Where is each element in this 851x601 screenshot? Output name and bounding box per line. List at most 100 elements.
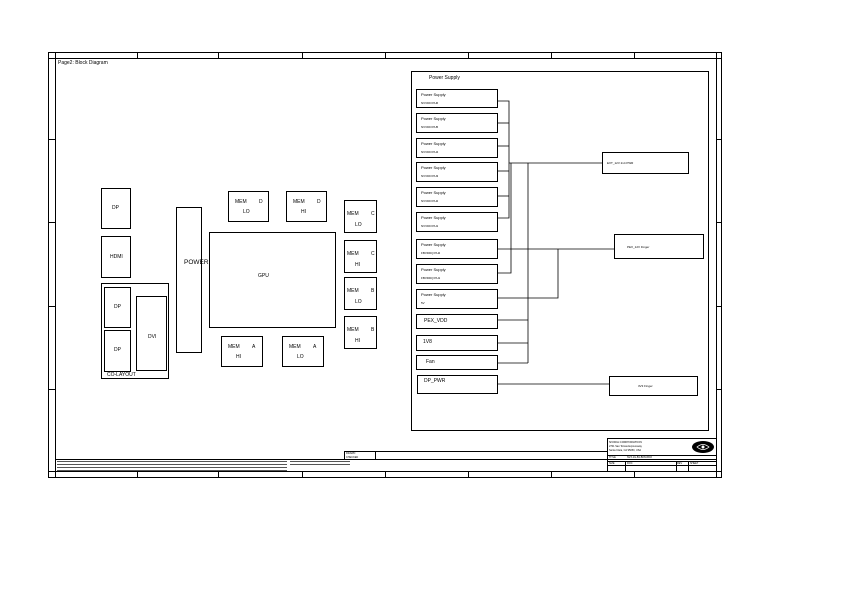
power-supply-5v[interactable]: Power Supply 5V bbox=[416, 289, 498, 309]
dp-pwr-block[interactable]: DP_PWR bbox=[417, 375, 498, 394]
dp-label: DP bbox=[114, 304, 121, 310]
supply-label: Power Supply bbox=[421, 292, 446, 297]
mem-name: MEM bbox=[235, 199, 247, 205]
supply-sub: FBVDDQ:PH1 bbox=[421, 276, 441, 280]
finger-3v3-label: 3V3 Finger bbox=[638, 384, 653, 388]
mem-b-hi[interactable]: MEM B HI bbox=[344, 316, 377, 349]
dp-label: DP bbox=[114, 347, 121, 353]
gpu-block[interactable]: GPU bbox=[209, 232, 336, 328]
mem-name: MEM bbox=[347, 327, 359, 333]
mem-side: HI bbox=[355, 262, 360, 268]
power-supply-fbvddq-ph1[interactable]: Power Supply FBVDDQ:PH1 bbox=[416, 264, 498, 284]
mem-name: MEM bbox=[289, 344, 301, 350]
company-address-2: Santa Clara, CA 95050, USA bbox=[609, 449, 642, 452]
dvi-label: DVI bbox=[148, 334, 157, 340]
supply-sub: NVVDD:PH2 bbox=[421, 199, 439, 203]
ext-12v-pwr-block[interactable]: EXT_12V 2x4 PWR bbox=[602, 152, 689, 174]
mem-name: MEM bbox=[293, 199, 305, 205]
dp-connector-top[interactable]: DP bbox=[101, 188, 131, 229]
pex-vdd-label: PEX_VDD bbox=[424, 318, 448, 324]
mem-channel: B bbox=[371, 327, 375, 333]
mem-side: HI bbox=[301, 209, 306, 215]
nvidia-logo-icon bbox=[692, 441, 714, 453]
hdmi-connector[interactable]: HDMI bbox=[101, 236, 131, 278]
supply-label: Power Supply bbox=[421, 215, 446, 220]
mem-channel: C bbox=[371, 211, 375, 217]
supply-sub: 5V bbox=[421, 301, 425, 305]
mem-side: LO bbox=[243, 209, 250, 215]
supply-sub: NVVDD:PH1 bbox=[421, 224, 439, 228]
fan-block[interactable]: Fan bbox=[416, 355, 498, 370]
pex-12v-finger-block[interactable]: PEX_12V Finger bbox=[614, 234, 704, 259]
hdmi-label: HDMI bbox=[110, 254, 123, 260]
power-supply-nvvdd-ph5[interactable]: Power Supply NVVDD:PH5 bbox=[416, 113, 498, 133]
supply-sub: NVVDD:PH3 bbox=[421, 174, 439, 178]
supply-sub: NVVDD:PH5 bbox=[421, 125, 439, 129]
title-label: TITLE bbox=[609, 456, 616, 459]
supply-label: Power Supply bbox=[421, 141, 446, 146]
supply-label: Power Supply bbox=[421, 116, 446, 121]
supply-label: Power Supply bbox=[421, 267, 446, 272]
dvi-connector[interactable]: DVI bbox=[136, 296, 167, 371]
finger-3v3-block[interactable]: 3V3 Finger bbox=[609, 376, 698, 396]
mem-name: MEM bbox=[347, 288, 359, 294]
mem-d-hi[interactable]: MEM D HI bbox=[286, 191, 327, 222]
power-supply-bar[interactable] bbox=[176, 207, 202, 353]
mem-b-lo[interactable]: MEM B LO bbox=[344, 277, 377, 310]
mem-side: LO bbox=[297, 354, 304, 360]
title-value: NV3-1G-B1-BOM-B03 bbox=[627, 456, 652, 459]
mem-channel: D bbox=[317, 199, 321, 205]
supply-sub: NVVDD:PH6 bbox=[421, 101, 439, 105]
mem-a-lo[interactable]: MEM A LO bbox=[282, 336, 324, 367]
v1v8-label: 1V8 bbox=[423, 339, 432, 345]
company-name: NVIDIA CORPORATION bbox=[609, 440, 642, 444]
mem-a-hi[interactable]: MEM A HI bbox=[221, 336, 263, 367]
dp-connector-b[interactable]: DP bbox=[104, 330, 131, 372]
dp-pwr-label: DP_PWR bbox=[424, 378, 446, 384]
mem-c-hi[interactable]: MEM C HI bbox=[344, 240, 377, 273]
page-title: Page2: Block Diagram bbox=[58, 60, 108, 66]
mem-side: HI bbox=[236, 354, 241, 360]
power-supply-nvvdd-ph2[interactable]: Power Supply NVVDD:PH2 bbox=[416, 187, 498, 207]
rev-label: REV bbox=[677, 462, 683, 465]
mem-channel: C bbox=[371, 251, 375, 257]
power-supply-nvvdd-ph6[interactable]: Power Supply NVVDD:PH6 bbox=[416, 89, 498, 108]
doc-label: DOC bbox=[627, 462, 633, 465]
dp-connector-a[interactable]: DP bbox=[104, 287, 131, 328]
supply-label: Power Supply bbox=[421, 242, 446, 247]
power-panel-title: Power Supply bbox=[429, 75, 460, 81]
mem-name: MEM bbox=[347, 211, 359, 217]
co-layout-group: DP DP DVI CO-LAYOUT bbox=[101, 283, 169, 379]
supply-sub: FBVDDQ:PH2 bbox=[421, 251, 441, 255]
drawn-label: DRAWN bbox=[346, 452, 356, 455]
mem-side: HI bbox=[355, 338, 360, 344]
gpu-label: GPU bbox=[258, 273, 269, 279]
size-label: SIZE bbox=[609, 462, 615, 465]
co-layout-label: CO-LAYOUT bbox=[107, 372, 136, 378]
dp-label: DP bbox=[112, 205, 119, 211]
mem-side: LO bbox=[355, 299, 362, 305]
power-supply-fbvddq-ph2[interactable]: Power Supply FBVDDQ:PH2 bbox=[416, 239, 498, 259]
power-supply-nvvdd-ph3[interactable]: Power Supply NVVDD:PH3 bbox=[416, 162, 498, 182]
v1v8-block[interactable]: 1V8 bbox=[416, 335, 498, 351]
mem-channel: D bbox=[259, 199, 263, 205]
mem-channel: B bbox=[371, 288, 375, 294]
supply-sub: NVVDD:PH4 bbox=[421, 150, 439, 154]
pex-finger-label: PEX_12V Finger bbox=[627, 245, 650, 249]
mem-c-lo[interactable]: MEM C LO bbox=[344, 200, 377, 233]
supply-label: Power Supply bbox=[421, 190, 446, 195]
company-address-1: 2701 San Tomas Expressway bbox=[609, 445, 642, 448]
supply-label: Power Supply bbox=[421, 165, 446, 170]
mem-side: LO bbox=[355, 222, 362, 228]
power-supply-nvvdd-ph1[interactable]: Power Supply NVVDD:PH1 bbox=[416, 212, 498, 232]
pex-vdd-block[interactable]: PEX_VDD bbox=[416, 314, 498, 329]
mem-name: MEM bbox=[347, 251, 359, 257]
fan-label: Fan bbox=[426, 359, 435, 365]
mem-channel: A bbox=[252, 344, 256, 350]
checked-label: CHECKED bbox=[346, 456, 359, 459]
power-supply-nvvdd-ph4[interactable]: Power Supply NVVDD:PH4 bbox=[416, 138, 498, 158]
mem-name: MEM bbox=[228, 344, 240, 350]
mem-channel: A bbox=[313, 344, 317, 350]
mem-d-lo[interactable]: MEM D LO bbox=[228, 191, 269, 222]
